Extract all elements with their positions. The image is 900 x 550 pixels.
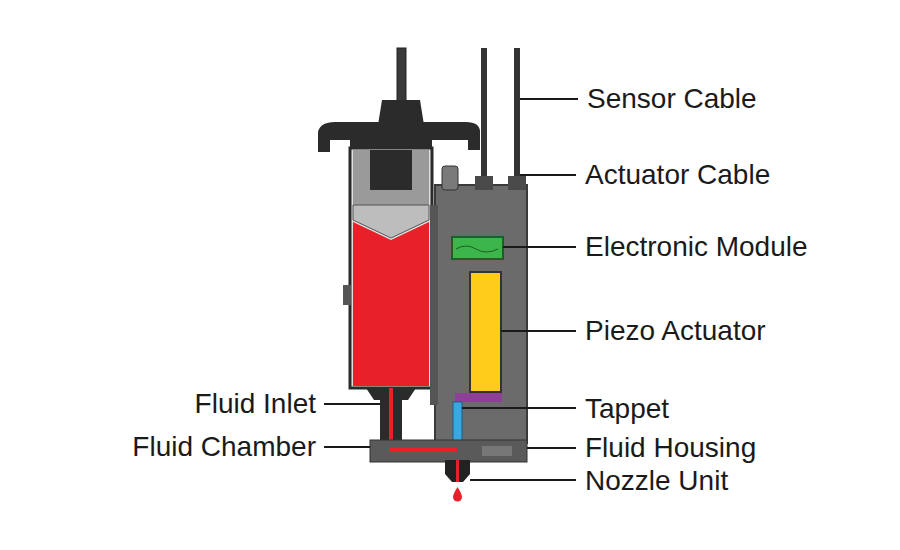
nozzle-unit	[445, 460, 470, 482]
fluid-channel	[389, 448, 457, 452]
part-label: Sensor Cable	[587, 83, 757, 115]
fluid-path	[389, 388, 393, 448]
part-label: Fluid Housing	[585, 432, 756, 464]
piezo-actuator	[470, 272, 501, 392]
housing-detail	[482, 446, 512, 456]
part-label: Piezo Actuator	[585, 315, 766, 347]
leader-line	[501, 330, 576, 332]
leader-line	[527, 447, 576, 449]
module-detail	[456, 246, 498, 252]
leader-line	[470, 479, 576, 481]
connector	[442, 166, 458, 190]
plunger-head	[378, 100, 424, 125]
tappet	[455, 393, 502, 402]
part-label: Fluid Chamber	[132, 431, 316, 463]
piston-upper	[353, 150, 429, 205]
leader-line	[520, 174, 576, 176]
nozzle-bore	[456, 460, 459, 482]
droplet	[453, 487, 462, 502]
leader-lines	[324, 99, 578, 480]
syringe-barrel	[350, 148, 432, 388]
fluid-housing	[370, 440, 527, 462]
part-label: Tappet	[585, 393, 669, 425]
connector	[475, 176, 493, 190]
actuator-cable	[514, 48, 520, 188]
leader-line	[520, 98, 578, 100]
part-label: Nozzle Unit	[585, 465, 728, 497]
leader-line	[503, 246, 576, 248]
electronic-module	[452, 237, 503, 259]
part-label: Actuator Cable	[585, 159, 770, 191]
part-label: Electronic Module	[585, 231, 808, 263]
leader-line	[462, 407, 576, 409]
piston-core	[370, 150, 412, 190]
leader-line	[324, 403, 380, 405]
part-label: Fluid Inlet	[195, 388, 316, 420]
connector	[508, 176, 526, 190]
fluid-reservoir	[353, 222, 429, 386]
leader-line	[324, 446, 370, 448]
sensor-cable	[481, 48, 487, 188]
valve-body	[435, 185, 527, 443]
mount	[430, 205, 438, 405]
clip	[343, 285, 351, 305]
